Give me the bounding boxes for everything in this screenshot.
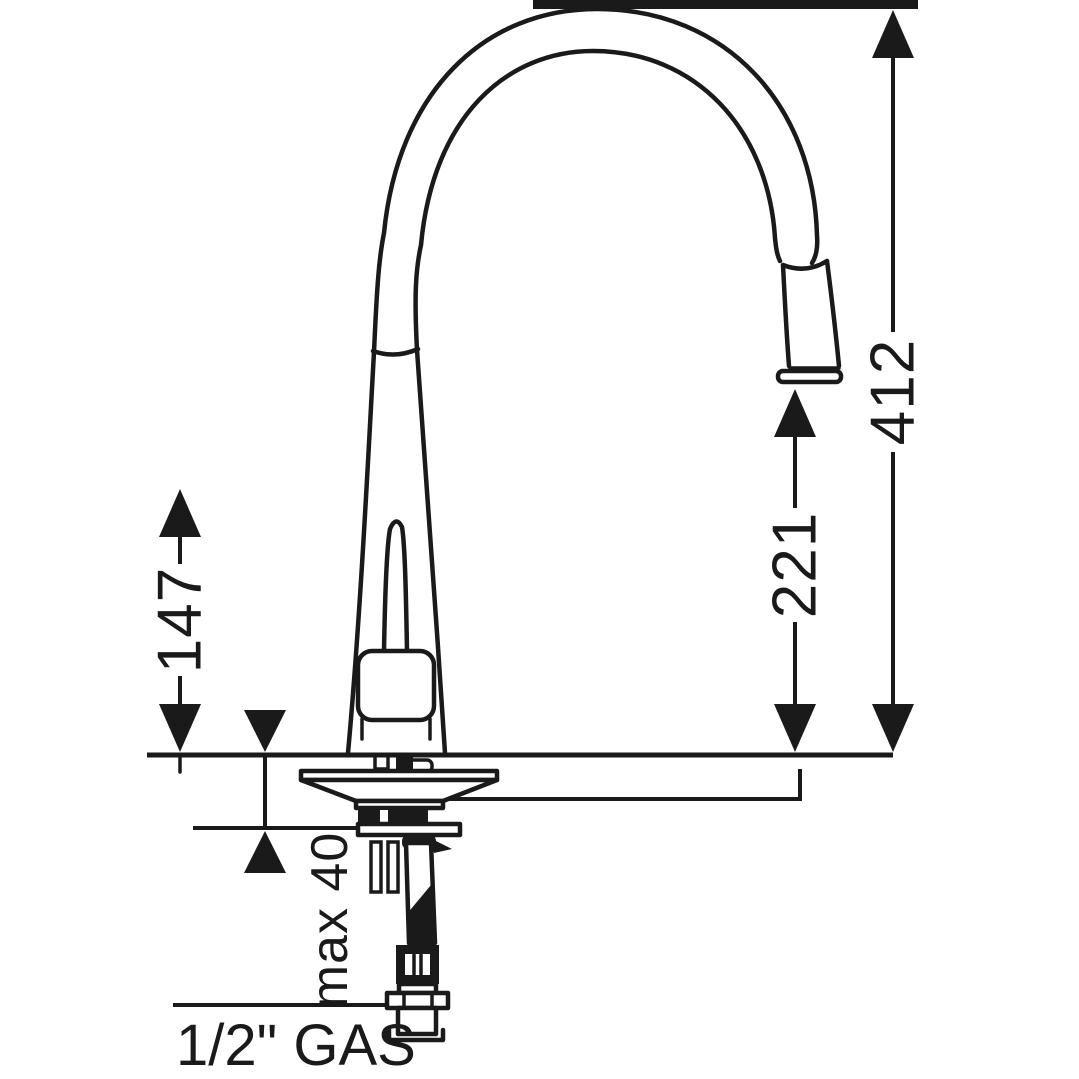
dim-412-arrow-up-icon bbox=[872, 10, 914, 58]
dim-spout-height: 221 bbox=[761, 389, 830, 752]
gooseneck-spout bbox=[345, 6, 820, 756]
mounting-nut bbox=[358, 810, 428, 822]
aerator bbox=[775, 366, 844, 385]
spray-head-right-edge bbox=[824, 258, 842, 369]
dim-max40-label: max 40 bbox=[301, 832, 359, 1009]
dim-max40-arrow-down-icon bbox=[244, 710, 286, 752]
supply-tube-right bbox=[386, 840, 400, 894]
dim-overall-height: 412 bbox=[859, 10, 928, 752]
dim-412-label: 412 bbox=[859, 339, 928, 445]
supply-tube-left bbox=[369, 840, 383, 894]
dim-147-arrow-down-icon bbox=[159, 704, 201, 752]
spray-head-seam bbox=[780, 258, 830, 271]
washer-plate bbox=[355, 821, 463, 838]
handle-body bbox=[355, 648, 437, 723]
dim-max-thickness: max 40 bbox=[244, 710, 359, 1008]
spout-joint-seam bbox=[370, 346, 421, 357]
supply-hoses bbox=[369, 840, 451, 1043]
countertop-underside-line bbox=[443, 769, 802, 801]
hose-coupling bbox=[396, 945, 439, 984]
dim-221-label: 221 bbox=[761, 512, 830, 618]
top-reference-line bbox=[533, 0, 918, 9]
dim-max40-arrow-up-icon bbox=[244, 831, 286, 873]
spray-head bbox=[775, 258, 844, 385]
dim-147-label: 147 bbox=[146, 567, 215, 673]
gas-connector bbox=[384, 981, 451, 1043]
dim-221-arrow-up-icon bbox=[774, 389, 816, 437]
spout-inner-edge bbox=[413, 48, 783, 756]
lever bbox=[381, 519, 410, 654]
dim-221-arrow-down-icon bbox=[774, 704, 816, 752]
spray-head-left-edge bbox=[780, 262, 792, 369]
connection-thread-label: 1/2" GAS bbox=[176, 1013, 416, 1078]
dim-147-arrow-up-icon bbox=[159, 489, 201, 537]
spout-outer-edge bbox=[345, 6, 820, 756]
dim-412-arrow-down-icon bbox=[872, 704, 914, 752]
dim-handle-height: 147 bbox=[146, 489, 215, 774]
